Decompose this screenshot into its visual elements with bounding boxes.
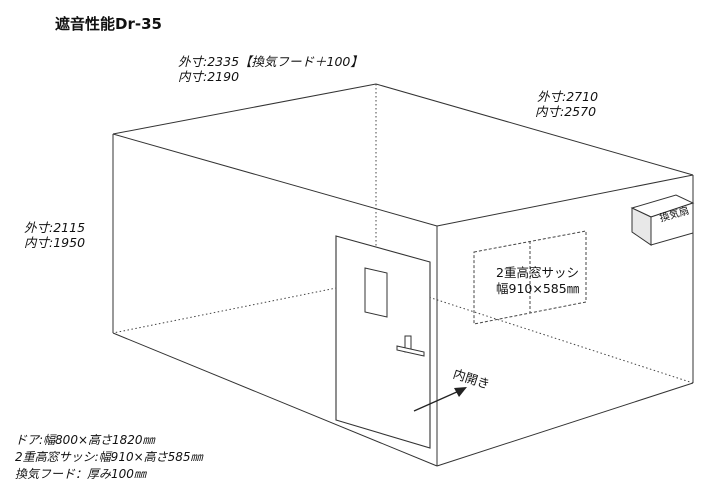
door-handle-icon bbox=[396, 335, 425, 357]
door-panel bbox=[335, 235, 431, 449]
hidden-edges bbox=[112, 84, 694, 384]
height-outer-label: 外寸:2115 bbox=[24, 220, 86, 235]
note-door: ドア:幅800×高さ1820㎜ bbox=[15, 433, 155, 447]
edge-top-front bbox=[112, 133, 438, 227]
edge-bottom-front bbox=[112, 332, 438, 467]
width-inner-label: 内寸:2190 bbox=[178, 69, 240, 84]
edge-bottom-right bbox=[436, 382, 694, 467]
height-inner-label: 内寸:1950 bbox=[24, 235, 86, 250]
high-window bbox=[473, 230, 587, 325]
window-label-line2: 幅910×585㎜ bbox=[496, 281, 580, 296]
note-hood: 換気フード：厚み100㎜ bbox=[15, 467, 146, 481]
open-direction-arrow bbox=[413, 387, 467, 412]
room-box bbox=[112, 83, 694, 467]
width-outer-label: 外寸:2335【換気フード＋100】 bbox=[178, 54, 363, 69]
door-window bbox=[364, 267, 388, 318]
edge-top-right bbox=[436, 174, 694, 227]
hidden-edge-left bbox=[112, 279, 377, 334]
depth-outer-label: 外寸:2710 bbox=[537, 89, 599, 104]
ventilation-fan bbox=[630, 194, 695, 246]
door bbox=[335, 235, 431, 449]
spec-notes: ドア:幅800×高さ1820㎜ 2重高窓サッシ:幅910×高さ585㎜ 換気フー… bbox=[15, 432, 203, 483]
edge-top-back-left bbox=[112, 83, 377, 135]
fan-side bbox=[631, 207, 652, 246]
diagram-title: 遮音性能Dr-35 bbox=[55, 15, 162, 33]
window-label-line1: 2重高窓サッシ bbox=[496, 265, 579, 280]
note-window: 2重高窓サッシ:幅910×高さ585㎜ bbox=[15, 450, 203, 464]
edge-top-back-right bbox=[375, 83, 694, 176]
high-window-frame bbox=[473, 230, 587, 325]
depth-inner-label: 内寸:2570 bbox=[535, 104, 597, 119]
